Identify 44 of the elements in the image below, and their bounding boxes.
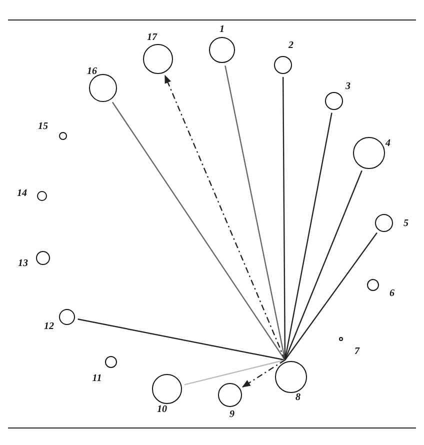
circle-shape: [325, 92, 343, 110]
connector-line: [224, 66, 286, 360]
connector-line: [282, 77, 286, 360]
circle-shape: [152, 374, 182, 404]
connector-line: [284, 170, 362, 360]
node-number: 3: [346, 82, 350, 92]
circle-shape: [36, 251, 50, 265]
circle-shape: [367, 279, 379, 291]
node-number: 14: [17, 189, 27, 199]
node-number: 17: [147, 33, 157, 43]
circle-shape: [89, 74, 117, 102]
circle-shape: [275, 361, 307, 393]
node-number: 16: [87, 67, 97, 77]
node-number: 7: [354, 347, 360, 357]
connector-line: [112, 102, 286, 360]
connector-line: [284, 112, 332, 360]
circle-shape: [209, 37, 235, 63]
arrow: [242, 360, 286, 388]
node-number: 1: [220, 25, 224, 35]
circle-shape: [59, 132, 67, 140]
connector-line: [78, 318, 286, 361]
circle-shape: [274, 56, 292, 74]
circle-shape: [143, 44, 173, 74]
node-number: 13: [18, 259, 28, 269]
connector-line: [284, 232, 378, 360]
arrow: [164, 74, 286, 360]
node-number: 10: [157, 405, 167, 415]
node-number: 11: [92, 374, 102, 384]
circle-shape: [105, 356, 117, 368]
circle-shape: [353, 137, 385, 169]
circle-shape: [37, 191, 47, 201]
node-number: 6: [390, 289, 394, 299]
circle-shape: [339, 337, 343, 341]
node-number: 2: [288, 41, 294, 51]
node-number: 12: [44, 322, 54, 332]
circle-shape: [375, 214, 393, 232]
node-number: 8: [296, 393, 300, 403]
node-number: 5: [404, 219, 408, 229]
node-number: 15: [38, 122, 48, 132]
node-number: 9: [230, 410, 234, 420]
connector-line: [184, 359, 286, 386]
circle-shape: [218, 383, 242, 407]
circle-shape: [59, 309, 75, 325]
node-number: 4: [386, 139, 390, 149]
